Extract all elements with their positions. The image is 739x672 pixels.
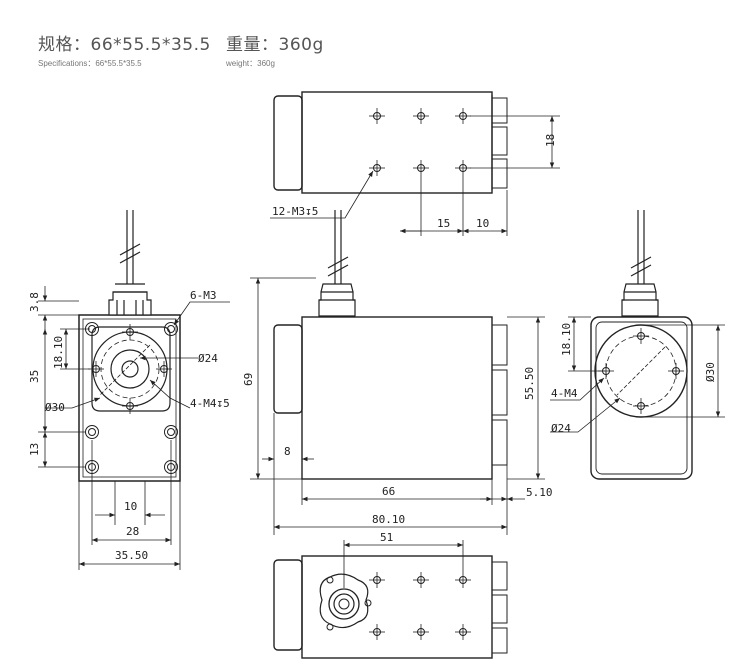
- dim-left-18-10: 18.10: [52, 336, 65, 369]
- dim-top-18: 18: [544, 134, 557, 147]
- dim-right-d30: Ø30: [704, 362, 717, 382]
- left-view-dims: [38, 286, 230, 570]
- dim-front-69: 69: [242, 373, 255, 386]
- dim-right-4m4: 4-M4: [551, 387, 578, 400]
- dim-left-28: 28: [126, 525, 139, 538]
- dim-left-35: 35: [28, 370, 41, 383]
- dim-front-55-50: 55.50: [523, 367, 536, 400]
- bottom-view-holes: [368, 571, 472, 641]
- spec-weight-title: 重量：360g: [226, 35, 324, 55]
- spec-weight: 重量：360g weight：360g: [226, 30, 324, 69]
- front-view-dims: [250, 277, 545, 535]
- dim-right-18-10: 18.10: [560, 323, 573, 356]
- dim-left-d30: Ø30: [45, 401, 65, 414]
- dim-front-80-10: 80.10: [372, 513, 405, 526]
- left-view: [78, 210, 181, 482]
- spec-size: 规格：66*55.5*35.5 Specifications：66*55.5*3…: [38, 30, 211, 69]
- dim-left-3-8: 3.8: [28, 292, 41, 312]
- dim-left-4m4: 4-M4↧5: [190, 397, 230, 410]
- dim-front-5-10: 5.10: [526, 486, 553, 499]
- right-view: [590, 210, 693, 480]
- bottom-view-dims: [343, 540, 464, 588]
- dim-bottom-51: 51: [380, 531, 393, 544]
- top-view-dims: [270, 115, 560, 236]
- top-view: [273, 91, 508, 194]
- dim-top-10: 10: [476, 217, 489, 230]
- dim-front-8: 8: [284, 445, 291, 458]
- dim-top-holes: 12-M3↧5: [272, 205, 318, 218]
- dim-right-d24: Ø24: [551, 422, 571, 435]
- dim-left-6m3: 6-M3: [190, 289, 217, 302]
- dim-left-d24: Ø24: [198, 352, 218, 365]
- spec-size-subtitle: Specifications：66*55.5*35.5: [38, 59, 142, 68]
- top-view-holes: [368, 107, 472, 177]
- dim-left-13: 13: [28, 443, 41, 456]
- front-view: [273, 210, 508, 480]
- dim-left-10: 10: [124, 500, 137, 513]
- spec-size-title: 规格：66*55.5*35.5: [38, 35, 211, 55]
- dim-top-15: 15: [437, 217, 450, 230]
- spec-weight-subtitle: weight：360g: [226, 59, 275, 68]
- right-view-dims: [550, 316, 725, 433]
- bottom-view: [273, 555, 508, 659]
- dim-front-66: 66: [382, 485, 395, 498]
- dim-left-35-50: 35.50: [115, 549, 148, 562]
